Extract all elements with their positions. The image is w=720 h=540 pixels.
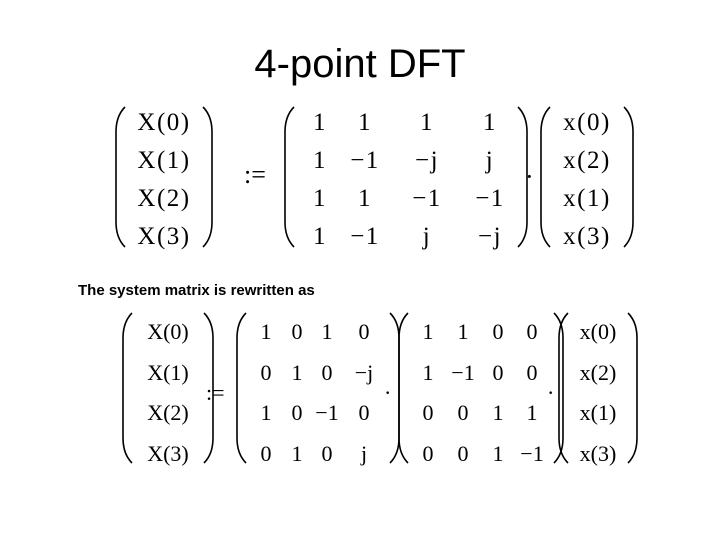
matrix-entry: −1: [315, 400, 339, 426]
matrix-entry: 0: [358, 400, 370, 426]
matrix-entry: 0: [260, 359, 272, 385]
left-parenthesis: [398, 312, 409, 464]
matrix-entry: 0: [492, 319, 504, 345]
matrix-entry: 1: [313, 109, 327, 136]
matrix-entry: 1: [260, 400, 272, 426]
matrix-entry: 0: [422, 440, 434, 466]
multiply-dot: ·: [525, 162, 534, 191]
matrix-entry: 1: [313, 223, 327, 250]
slide-title: 4-point DFT: [254, 42, 466, 86]
matrix-entry: X(3): [147, 440, 189, 466]
matrix-entry: j: [485, 147, 495, 174]
matrix-entry: j: [360, 440, 368, 466]
matrix-entry: 0: [457, 400, 469, 426]
right-parenthesis: [623, 106, 634, 248]
matrix-entry: −j: [477, 223, 503, 250]
left-parenthesis: [122, 312, 133, 464]
matrix-entry: j: [422, 223, 432, 250]
matrix-entry: 1: [260, 319, 272, 345]
matrix-entry: X(3): [137, 223, 191, 250]
matrix-entry: 1: [358, 109, 372, 136]
right-parenthesis: [202, 106, 213, 248]
matrix-entry: 0: [422, 400, 434, 426]
matrix-entry: 1: [420, 109, 434, 136]
right-parenthesis: [553, 312, 564, 464]
multiply-dot-2: ·: [547, 380, 555, 405]
right-parenthesis: [627, 312, 638, 464]
matrix-entry: 1: [291, 359, 303, 385]
matrix-entry: 0: [526, 319, 538, 345]
matrix-entry: −1: [475, 185, 505, 212]
matrix-entry: 1: [291, 440, 303, 466]
matrix-entries: X(0) X(1) X(2) X(3): [136, 312, 200, 474]
matrix-entry: 1: [457, 319, 469, 345]
matrix-entry: x(0): [579, 319, 617, 345]
matrix-entry: X(2): [147, 400, 189, 426]
matrix-entry: −j: [414, 147, 440, 174]
matrix-entries: x(0) x(2) x(1) x(3): [554, 104, 620, 256]
matrix-entry: −j: [354, 359, 374, 385]
matrix-entry: 0: [526, 359, 538, 385]
matrix-entry: 0: [358, 319, 370, 345]
matrix-entry: 1: [492, 400, 504, 426]
left-parenthesis: [115, 106, 126, 248]
matrix-entry: x(3): [563, 223, 611, 250]
assign-operator-2: :=: [206, 380, 225, 405]
matrix-entry: x(1): [563, 185, 611, 212]
matrix-entries: 1 1 1 1 1 −1 −j j 1 1 −1 −1 1 −1 j −j: [298, 104, 514, 256]
matrix-entry: 1: [313, 185, 327, 212]
matrix-entry: 0: [291, 319, 303, 345]
matrix-entry: −1: [350, 223, 380, 250]
left-parenthesis: [284, 106, 295, 248]
matrix-entry: x(3): [579, 440, 617, 466]
matrix-entry: 1: [313, 147, 327, 174]
matrix-entry: 1: [422, 359, 434, 385]
matrix-entries: X(0) X(1) X(2) X(3): [129, 104, 199, 256]
matrix-entry: X(1): [137, 147, 191, 174]
matrix-entry: 0: [457, 440, 469, 466]
left-parenthesis: [540, 106, 551, 248]
matrix-entry: 1: [321, 319, 333, 345]
matrix-entry: x(1): [579, 400, 617, 426]
matrix-entry: x(2): [579, 359, 617, 385]
matrix-entry: 0: [260, 440, 272, 466]
dft-output-vector: X(0) X(1) X(2) X(3): [113, 106, 231, 250]
matrix-entry: 0: [291, 400, 303, 426]
left-parenthesis: [236, 312, 247, 464]
matrix-entry: X(0): [147, 319, 189, 345]
right-parenthesis: [203, 312, 214, 464]
multiply-dot-1: ·: [384, 380, 392, 405]
dft-output-vector-2: X(0) X(1) X(2) X(3): [120, 312, 214, 466]
matrix-entry: X(2): [137, 185, 191, 212]
matrix-entry: 0: [321, 440, 333, 466]
matrix-entry: −1: [451, 359, 475, 385]
matrix-entry: 1: [483, 109, 497, 136]
matrix-entry: x(2): [563, 147, 611, 174]
matrix-entry: 1: [492, 440, 504, 466]
matrix-entry: X(1): [147, 359, 189, 385]
matrix-entry: x(0): [563, 109, 611, 136]
input-vector-2: x(0) x(2) x(1) x(3): [556, 312, 638, 466]
matrix-entry: X(0): [137, 109, 191, 136]
matrix-entry: 1: [358, 185, 372, 212]
caption-text: The system matrix is rewritten as: [78, 282, 315, 299]
left-parenthesis: [558, 312, 569, 464]
assign-operator: :=: [244, 160, 266, 189]
matrix-entry: −1: [350, 147, 380, 174]
right-parenthesis: [517, 106, 528, 248]
matrix-entry: −1: [412, 185, 442, 212]
input-vector: x(0) x(2) x(1) x(3): [538, 106, 634, 250]
matrix-entries: x(0) x(2) x(1) x(3): [572, 312, 624, 474]
matrix-entry: −1: [520, 440, 544, 466]
matrix-entry: 0: [492, 359, 504, 385]
matrix-entry: 0: [321, 359, 333, 385]
dft-matrix: 1 1 1 1 1 −1 −j j 1 1 −1 −1 1 −1 j −j: [282, 106, 528, 250]
matrix-entry: 1: [526, 400, 538, 426]
matrix-entry: 1: [422, 319, 434, 345]
